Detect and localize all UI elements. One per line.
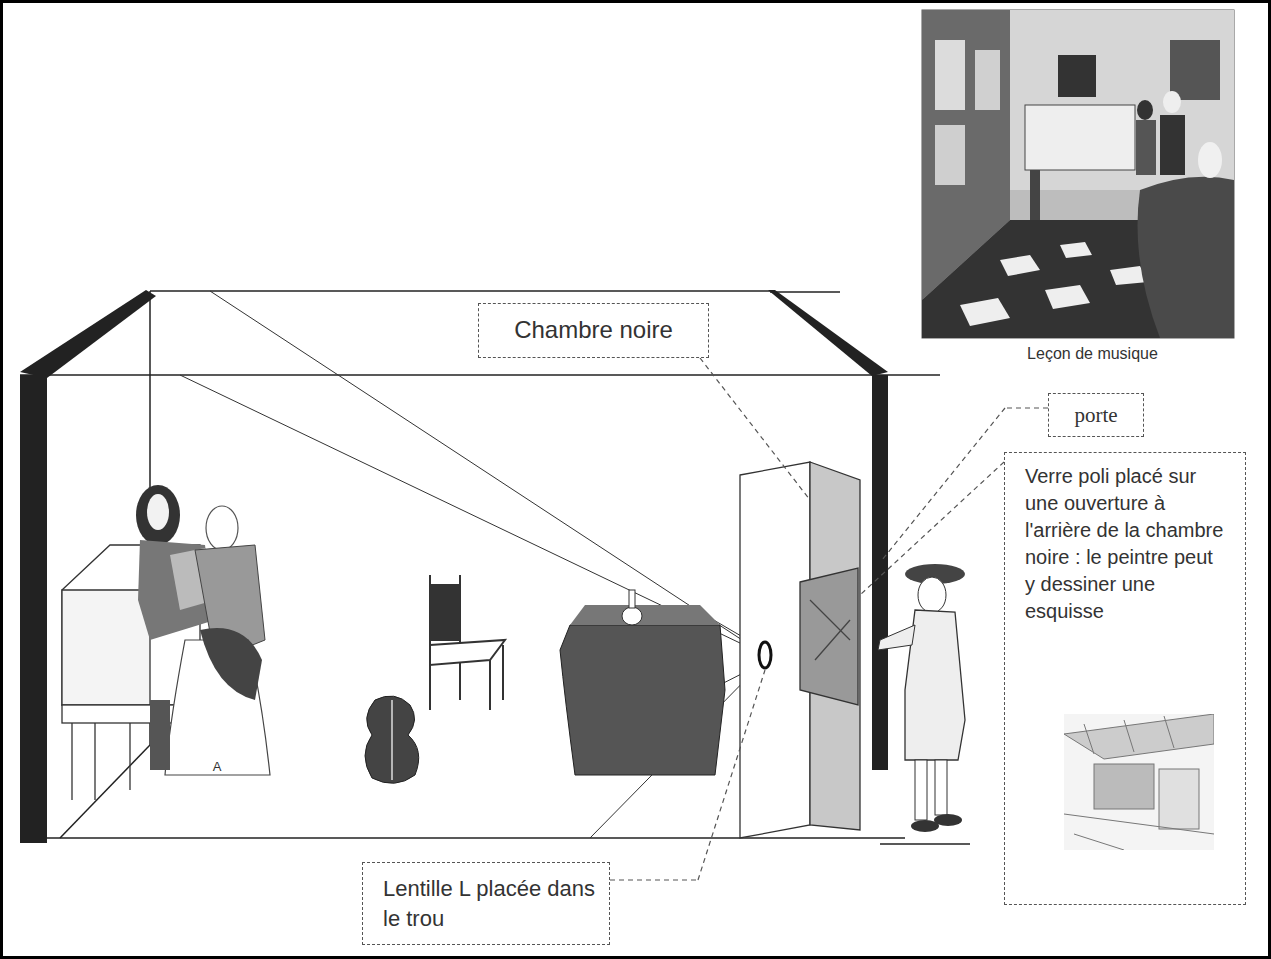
leader-line <box>700 358 810 500</box>
chair-seat <box>430 640 505 665</box>
leader-lines <box>610 358 1048 880</box>
figure-head <box>1163 91 1181 113</box>
figure <box>1160 115 1185 175</box>
leg <box>915 760 927 820</box>
floor-line <box>47 837 905 839</box>
back-wall <box>1010 10 1234 190</box>
chair <box>430 575 505 710</box>
table <box>560 590 725 775</box>
apron <box>200 628 262 700</box>
painting-caption: Leçon de musique <box>995 345 1190 363</box>
leader-line <box>698 670 765 880</box>
virginal-leg <box>71 723 72 800</box>
chair-back <box>430 585 460 640</box>
chair-leg <box>489 660 491 710</box>
arm <box>878 625 915 650</box>
leg <box>935 760 947 815</box>
carpet-table <box>1138 177 1235 338</box>
callout-text: Lentille L placée dans le trou <box>383 874 598 933</box>
floor-line <box>880 843 970 845</box>
callout-box: Chambre noire <box>478 303 709 358</box>
leader-line <box>882 408 1005 560</box>
viol-body <box>365 696 419 783</box>
floor-tiles <box>960 242 1148 326</box>
face <box>147 494 169 530</box>
room-outline <box>20 291 970 844</box>
wall-section <box>20 375 47 843</box>
jug <box>1198 142 1222 178</box>
window <box>935 125 965 185</box>
virginal <box>1025 105 1135 170</box>
stool <box>150 700 170 770</box>
tablecloth <box>560 625 725 775</box>
leader-line <box>1005 407 1048 408</box>
sketch-ceiling <box>1064 714 1214 759</box>
figure-head <box>1137 100 1153 120</box>
wall-section <box>20 290 156 378</box>
callout-box: Lentille L placée dans le trou <box>362 862 610 945</box>
ray <box>180 375 765 655</box>
head <box>918 577 946 613</box>
image-sketch <box>810 600 850 640</box>
frame-picture <box>1058 55 1096 97</box>
ground-glass <box>800 568 858 705</box>
sketch-illustration <box>1064 714 1214 850</box>
virginal-front <box>62 590 150 705</box>
viol <box>365 696 419 783</box>
callout-text: Chambre noire <box>514 314 673 346</box>
image-sketch <box>815 620 850 660</box>
callout-box: porte <box>1048 393 1144 437</box>
virginal-leg <box>94 723 95 800</box>
painting <box>922 10 1234 338</box>
figure-letter: A <box>210 759 224 774</box>
chair-leg <box>502 645 504 700</box>
hair <box>136 485 180 545</box>
vase-neck <box>629 590 635 608</box>
callout-text: Verre poli placé sur une ouverture à l'a… <box>1025 463 1225 625</box>
sketch-beam <box>1164 716 1174 748</box>
wall-line <box>20 374 940 376</box>
light-rays <box>180 291 850 838</box>
painter <box>878 564 965 832</box>
woman-head <box>206 506 238 550</box>
tile <box>1045 285 1090 309</box>
wall-line <box>770 291 840 293</box>
leader-line <box>610 879 698 880</box>
leader-line <box>860 462 1004 595</box>
frame-picture <box>1170 40 1220 100</box>
tile <box>960 298 1010 326</box>
sketch-beam <box>1124 720 1134 752</box>
sketch-floor <box>1064 814 1214 834</box>
painting-inset <box>922 10 1234 338</box>
shoe <box>934 814 962 826</box>
wall-section <box>768 290 888 376</box>
tile <box>1000 255 1040 276</box>
sketch-lines <box>1064 714 1214 850</box>
sketch-beam <box>1084 724 1094 754</box>
viol-strings <box>391 700 393 780</box>
musician-figures <box>136 485 270 775</box>
tile <box>1060 242 1092 258</box>
sketch-figures <box>1094 764 1154 809</box>
camera-obscura-box <box>740 462 860 838</box>
virginal-leg <box>129 723 130 790</box>
window <box>935 40 965 110</box>
vase <box>622 607 642 625</box>
lens <box>759 642 771 668</box>
wall-section <box>872 375 888 770</box>
sketch-floor <box>1074 834 1124 850</box>
figure <box>1136 120 1156 175</box>
ray <box>210 291 765 655</box>
table-top <box>570 605 720 625</box>
sketch-background <box>1064 714 1214 850</box>
callout-text: porte <box>1074 401 1117 429</box>
floor-line <box>60 745 150 838</box>
window <box>975 50 1000 110</box>
wall-line <box>150 290 770 292</box>
sketch-window <box>1159 769 1199 829</box>
